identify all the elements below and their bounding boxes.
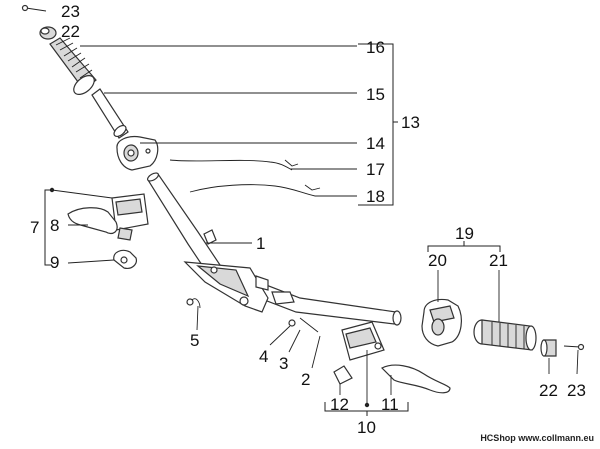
- callout-22-right: 22: [539, 381, 558, 400]
- callout-14: 14: [366, 134, 385, 153]
- callout-22-top: 22: [61, 22, 80, 41]
- callout-23-top: 23: [61, 2, 80, 21]
- watermark: HCShop www.collmann.eu: [480, 433, 594, 443]
- callout-9: 9: [50, 253, 59, 272]
- handlebar: [146, 172, 402, 326]
- left-grip: [49, 37, 97, 95]
- right-brake-group: [333, 321, 451, 394]
- callout-12: 12: [330, 395, 349, 414]
- bar-end-screw-top: [21, 4, 47, 12]
- callout-11: 11: [381, 395, 399, 414]
- screw-5: [186, 298, 201, 309]
- callout-17: 17: [366, 160, 385, 179]
- callout-23-right: 23: [567, 381, 586, 400]
- callout-16: 16: [366, 38, 385, 57]
- leader-lines: [44, 43, 579, 416]
- left-brake-group: [67, 193, 149, 269]
- bar-end-weight-top: [39, 26, 57, 40]
- right-switch-housing: [421, 298, 462, 347]
- callout-21: 21: [489, 251, 508, 270]
- callout-1: 1: [256, 234, 265, 253]
- callout-4: 4: [259, 347, 268, 366]
- callout-13: 13: [401, 113, 420, 132]
- callout-5: 5: [190, 331, 199, 350]
- right-grip: [473, 319, 537, 351]
- washer-bolt-3-4: [288, 317, 319, 333]
- callout-18: 18: [366, 187, 385, 206]
- callout-19: 19: [455, 224, 474, 243]
- callout-10: 10: [357, 418, 376, 437]
- callout-3: 3: [279, 354, 288, 373]
- callout-15: 15: [366, 85, 385, 104]
- throttle-cables: [169, 159, 321, 197]
- bar-end-weight-right: [540, 339, 557, 357]
- callout-7: 7: [30, 218, 39, 237]
- callout-8: 8: [50, 216, 59, 235]
- throttle-tube: [91, 88, 129, 139]
- callout-2: 2: [301, 370, 310, 389]
- throttle-control-housing: [116, 135, 159, 171]
- callout-20: 20: [428, 251, 447, 270]
- bar-end-screw-right: [563, 343, 585, 351]
